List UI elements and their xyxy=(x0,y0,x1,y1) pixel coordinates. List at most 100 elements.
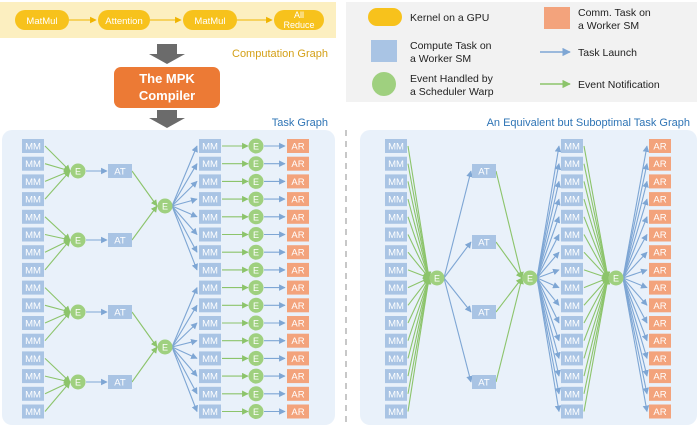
event-notification-arrow xyxy=(495,170,524,279)
event-node xyxy=(248,404,264,419)
comm-task-ar-label: AR xyxy=(653,230,666,241)
comm-task-ar-label: AR xyxy=(653,354,666,365)
compute-task-mm-label: MM xyxy=(388,336,404,347)
event-notification-arrow xyxy=(583,216,609,279)
event-node-label: E xyxy=(253,354,259,364)
compute-task-mm-label: MM xyxy=(388,248,404,259)
task-launch-arrow xyxy=(443,241,472,279)
compute-task-mm xyxy=(199,316,221,330)
event-notification-arrow xyxy=(44,239,71,271)
compute-task-mm-label: MM xyxy=(202,372,218,383)
legend-comm-label-line2: a Worker SM xyxy=(578,20,639,32)
computation-graph-label: Computation Graph xyxy=(232,48,328,60)
event-notification-arrow xyxy=(407,198,431,279)
comm-task-ar xyxy=(287,351,309,366)
event-notification-arrow xyxy=(583,277,609,324)
compute-task-mm-label: MM xyxy=(25,354,41,365)
compute-task-at-label: AT xyxy=(478,238,490,249)
compute-task-mm-label: MM xyxy=(25,372,41,383)
comm-task-ar-label: AR xyxy=(291,336,304,347)
comm-task-ar xyxy=(649,209,671,224)
compute-task-mm xyxy=(22,245,44,260)
compute-task-mm xyxy=(22,280,44,295)
suboptimal-graph-title: An Equivalent but Suboptimal Task Graph xyxy=(487,117,690,129)
compute-task-mm xyxy=(561,192,583,207)
comm-task-ar xyxy=(649,174,671,189)
compute-task-mm xyxy=(199,174,221,189)
compute-task-mm xyxy=(22,139,44,153)
compute-task-mm xyxy=(561,316,583,330)
compute-task-mm-label: MM xyxy=(564,212,580,223)
compute-task-mm-label: MM xyxy=(564,372,580,383)
compute-task-mm xyxy=(22,369,44,384)
suboptimal-graph-edges xyxy=(407,145,650,413)
compute-task-mm-label: MM xyxy=(25,407,41,418)
event-notification-arrow xyxy=(495,277,524,383)
compute-task-mm xyxy=(385,298,407,313)
comm-task-ar xyxy=(287,156,309,171)
compute-task-mm-label: MM xyxy=(388,159,404,170)
compute-task-mm xyxy=(22,404,44,419)
event-node-label: E xyxy=(434,274,440,284)
event-node xyxy=(248,209,264,225)
event-node-label: E xyxy=(75,167,81,177)
comm-task-ar-label: AR xyxy=(653,407,666,418)
compute-task-mm xyxy=(561,262,583,277)
compute-task-mm-label: MM xyxy=(202,159,218,170)
comm-task-ar-label: AR xyxy=(291,407,304,418)
comm-task-ar-label: AR xyxy=(291,177,304,188)
legend-kernel-label: Kernel on a GPU xyxy=(410,12,489,24)
task-launch-arrow xyxy=(622,198,649,279)
compute-task-mm-label: MM xyxy=(564,177,580,188)
compute-task-mm xyxy=(385,156,407,171)
comm-task-ar xyxy=(649,262,671,277)
kernel-node-label: Reduce xyxy=(283,20,314,30)
comm-task-ar-label: AR xyxy=(291,230,304,241)
event-node-label: E xyxy=(253,212,259,222)
comm-task-ar-label: AR xyxy=(291,265,304,276)
event-notification-arrow xyxy=(583,145,611,279)
task-launch-arrow xyxy=(171,205,198,235)
compute-task-mm-label: MM xyxy=(564,159,580,170)
task-launch-arrow xyxy=(171,205,198,218)
comm-task-ar-label: AR xyxy=(653,177,666,188)
kernel-node-label: MatMul xyxy=(194,16,225,27)
event-notification-arrow xyxy=(583,277,611,412)
compute-task-at xyxy=(108,233,132,247)
compiler-title-line1: The MPK xyxy=(139,71,195,86)
event-node-label: E xyxy=(162,202,168,212)
task-launch-arrow xyxy=(171,346,198,413)
task-launch-arrow xyxy=(171,180,198,207)
compute-task-mm-label: MM xyxy=(388,354,404,365)
compute-task-mm xyxy=(561,227,583,242)
compute-task-mm xyxy=(22,156,44,171)
legend-kernel-swatch xyxy=(368,8,402,26)
event-node-label: E xyxy=(253,230,259,240)
event-node-label: E xyxy=(253,283,259,293)
comm-task-ar-label: AR xyxy=(653,389,666,400)
task-launch-arrow xyxy=(622,233,648,279)
event-node-label: E xyxy=(613,274,619,284)
compute-task-mm-label: MM xyxy=(202,142,218,153)
compute-task-mm-label: MM xyxy=(388,230,404,241)
compute-task-mm-label: MM xyxy=(25,283,41,294)
event-node-label: E xyxy=(75,378,81,388)
compute-task-mm xyxy=(561,174,583,189)
event-notification-arrow xyxy=(583,277,610,359)
event-node xyxy=(248,350,264,366)
event-node-label: E xyxy=(75,308,81,318)
compute-task-mm xyxy=(199,280,221,295)
comm-task-ar xyxy=(287,262,309,277)
compute-task-mm-label: MM xyxy=(388,389,404,400)
compute-task-mm xyxy=(385,404,407,419)
comm-task-ar-label: AR xyxy=(291,301,304,312)
comm-task-ar xyxy=(649,298,671,313)
compute-task-mm-label: MM xyxy=(202,319,218,330)
event-notification-arrow xyxy=(44,304,71,314)
comm-task-ar xyxy=(287,333,309,348)
event-notification-arrow xyxy=(407,277,431,359)
compute-task-at-label: AT xyxy=(478,167,490,178)
compute-task-mm-label: MM xyxy=(25,248,41,259)
comm-task-ar xyxy=(287,386,309,401)
compute-task-mm xyxy=(561,386,583,401)
